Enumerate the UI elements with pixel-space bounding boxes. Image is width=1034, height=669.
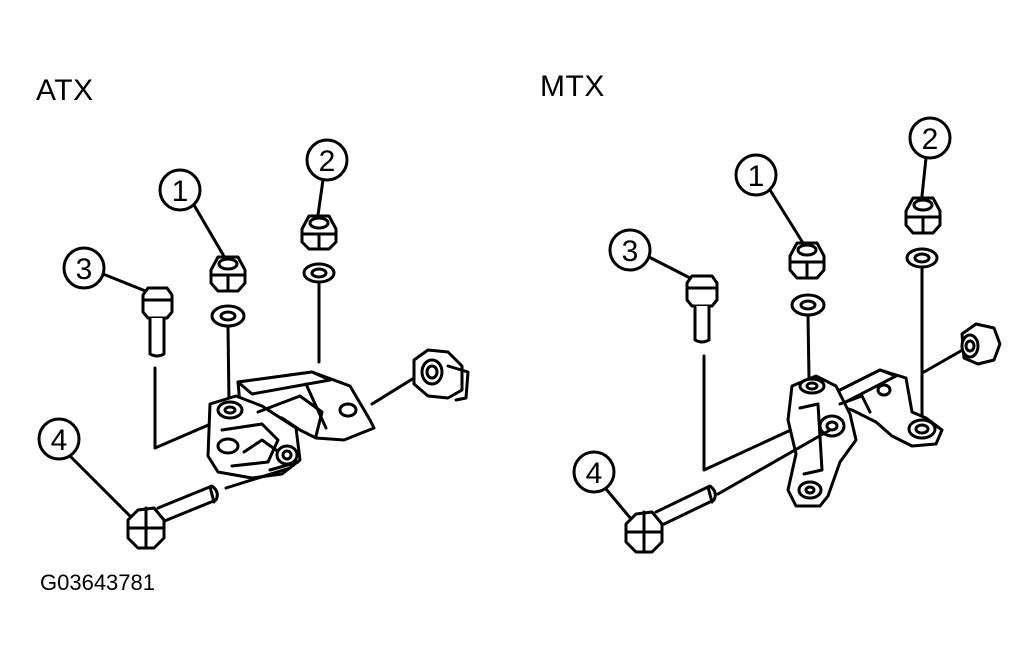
atx-side-nut — [412, 348, 470, 402]
mtx-leader-line — [922, 346, 968, 374]
atx-leader-line — [226, 325, 231, 404]
mtx-leader-line — [716, 428, 832, 496]
atx-washer-2 — [302, 262, 336, 284]
mtx-panel-title: MTX — [540, 70, 605, 103]
mtx-bolt-3 — [685, 274, 719, 344]
mtx-nut-1 — [788, 241, 826, 280]
atx-mount-bracket — [206, 370, 376, 480]
mtx-diagram: 1 2 3 4 — [572, 116, 1002, 554]
atx-washer-1-hole — [219, 310, 237, 322]
figure-code: G03643781 — [40, 570, 155, 595]
atx-bolt-3 — [141, 286, 174, 358]
atx-callout-3: 3 — [62, 246, 150, 294]
svg-text:3: 3 — [76, 253, 93, 286]
atx-bolt-4 — [126, 484, 219, 550]
svg-text:2: 2 — [319, 145, 336, 178]
svg-text:4: 4 — [586, 457, 603, 490]
mtx-callout-2: 2 — [908, 116, 952, 198]
atx-leader-line — [224, 466, 292, 490]
svg-text:1: 1 — [748, 160, 765, 193]
mtx-side-nut — [960, 322, 1002, 366]
mtx-callout-1: 1 — [734, 153, 805, 245]
atx-leader-line — [370, 376, 416, 406]
mtx-washer-2 — [905, 247, 939, 269]
svg-text:2: 2 — [922, 123, 939, 156]
mtx-washer-2-hole — [913, 252, 931, 264]
atx-callout-1: 1 — [158, 168, 227, 260]
atx-nut-1 — [209, 255, 247, 293]
mtx-leader-line — [702, 354, 832, 472]
atx-panel-title: ATX — [36, 74, 94, 107]
atx-washer-2-hole — [310, 267, 328, 279]
atx-callout-2: 2 — [305, 138, 349, 217]
svg-text:4: 4 — [51, 424, 68, 457]
mtx-washer-1-hole — [799, 299, 817, 311]
atx-callout-4: 4 — [37, 417, 134, 520]
svg-text:1: 1 — [172, 175, 189, 208]
mtx-nut-2 — [904, 196, 942, 235]
mtx-callout-3: 3 — [608, 228, 694, 281]
mtx-callout-4: 4 — [572, 450, 634, 522]
svg-text:3: 3 — [622, 235, 639, 268]
atx-diagram: 1 2 3 4 — [37, 138, 470, 550]
mtx-washer-1 — [790, 293, 826, 317]
mtx-leader-line — [806, 314, 811, 380]
mtx-bolt-4 — [624, 484, 717, 554]
atx-leader-line — [153, 366, 222, 450]
mtx-mount-bracket — [786, 368, 944, 508]
atx-washer-1 — [210, 304, 246, 328]
atx-nut-2 — [300, 214, 338, 251]
